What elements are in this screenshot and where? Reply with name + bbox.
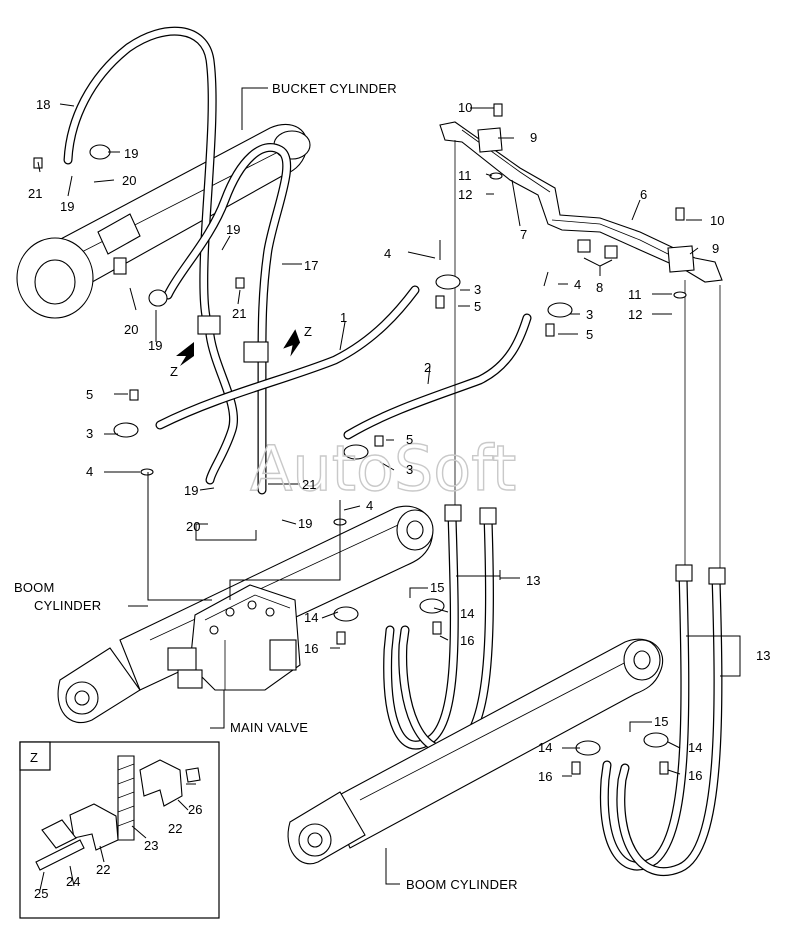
part-label-22: 22 — [168, 821, 182, 836]
view-z-arrows — [176, 329, 301, 366]
part-label-22: 22 — [96, 862, 110, 877]
hoses — [63, 26, 723, 877]
part-label-15: 15 — [654, 714, 668, 729]
caption-bucket-cylinder: BUCKET CYLINDER — [272, 81, 397, 96]
part-number-labels: 1 2 3 3 3 3 4 4 4 4 5 5 5 5 6 7 8 9 9 10… — [28, 97, 770, 901]
part-label-23: 23 — [144, 838, 158, 853]
part-label-16: 16 — [538, 769, 552, 784]
part-label-5: 5 — [586, 327, 593, 342]
part-label-14: 14 — [538, 740, 552, 755]
caption-detail-z: Z — [30, 750, 38, 765]
part-label-15: 15 — [430, 580, 444, 595]
part-label-19: 19 — [60, 199, 74, 214]
view-marker-z-right: Z — [304, 324, 312, 339]
part-label-16: 16 — [460, 633, 474, 648]
part-label-10: 10 — [710, 213, 724, 228]
part-label-7: 7 — [520, 227, 527, 242]
part-label-3: 3 — [406, 462, 413, 477]
part-label-26: 26 — [188, 802, 202, 817]
part-label-3: 3 — [474, 282, 481, 297]
part-label-4: 4 — [366, 498, 373, 513]
part-label-13: 13 — [756, 648, 770, 663]
part-label-8: 8 — [596, 280, 603, 295]
part-label-1: 1 — [340, 310, 347, 325]
boom-cylinder-lower — [287, 638, 664, 865]
view-marker-z-left: Z — [170, 364, 178, 379]
caption-boom-cylinder-bottom: BOOM CYLINDER — [406, 877, 518, 892]
part-label-17: 17 — [304, 258, 318, 273]
caption-boom-cylinder-left-1: BOOM — [14, 580, 55, 595]
part-label-12: 12 — [458, 187, 472, 202]
part-label-9: 9 — [530, 130, 537, 145]
part-label-21: 21 — [28, 186, 42, 201]
part-label-18: 18 — [36, 97, 50, 112]
steel-tubes — [439, 121, 723, 575]
part-label-2: 2 — [424, 360, 431, 375]
part-label-21: 21 — [302, 477, 316, 492]
part-label-25: 25 — [34, 886, 48, 901]
part-label-5: 5 — [86, 387, 93, 402]
part-label-4: 4 — [574, 277, 581, 292]
part-label-14: 14 — [304, 610, 318, 625]
part-label-9: 9 — [712, 241, 719, 256]
part-label-16: 16 — [688, 768, 702, 783]
part-label-19: 19 — [124, 146, 138, 161]
part-label-10: 10 — [458, 100, 472, 115]
part-label-12: 12 — [628, 307, 642, 322]
part-label-4: 4 — [86, 464, 93, 479]
main-valve — [167, 584, 301, 691]
watermark-text: AutoSoft — [250, 432, 516, 505]
part-label-20: 20 — [122, 173, 136, 188]
part-label-20: 20 — [124, 322, 138, 337]
part-label-19: 19 — [226, 222, 240, 237]
part-label-14: 14 — [460, 606, 474, 621]
part-label-11: 11 — [458, 168, 472, 183]
part-label-19: 19 — [298, 516, 312, 531]
part-label-19: 19 — [148, 338, 162, 353]
part-label-5: 5 — [406, 432, 413, 447]
caption-main-valve: MAIN VALVE — [230, 720, 308, 735]
part-label-19: 19 — [184, 483, 198, 498]
fittings — [33, 103, 726, 775]
part-label-3: 3 — [86, 426, 93, 441]
part-label-24: 24 — [66, 874, 80, 889]
leader-lines — [37, 87, 741, 891]
part-label-11: 11 — [628, 287, 642, 302]
part-label-21: 21 — [232, 306, 246, 321]
part-label-16: 16 — [304, 641, 318, 656]
part-label-14: 14 — [688, 740, 702, 755]
part-label-20: 20 — [186, 519, 200, 534]
caption-boom-cylinder-left-2: CYLINDER — [34, 598, 101, 613]
part-label-5: 5 — [474, 299, 481, 314]
part-label-3: 3 — [586, 307, 593, 322]
part-label-6: 6 — [640, 187, 647, 202]
part-label-4: 4 — [384, 246, 391, 261]
detail-z-inset — [19, 741, 220, 919]
part-label-13: 13 — [526, 573, 540, 588]
